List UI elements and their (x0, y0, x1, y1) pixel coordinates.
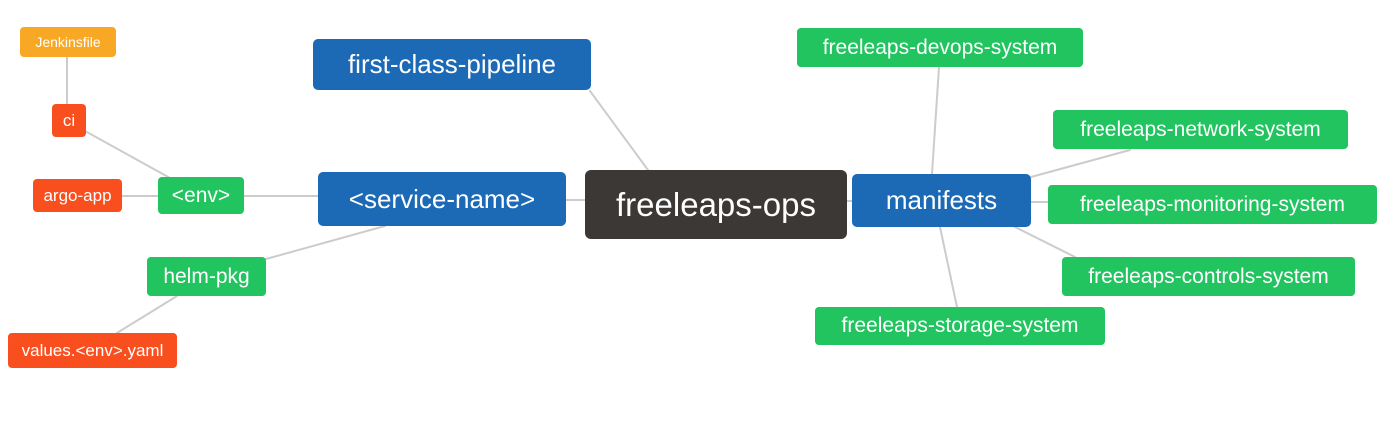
edge-pipeline-freeleaps-ops (589, 90, 649, 171)
node-ci[interactable]: ci (52, 104, 86, 137)
edge-manifests-devops-system (931, 66, 940, 175)
node-jenkinsfile[interactable]: Jenkinsfile (20, 27, 116, 57)
node-freeleaps-devops-system[interactable]: freeleaps-devops-system (797, 28, 1083, 67)
node-freeleaps-network-system[interactable]: freeleaps-network-system (1053, 110, 1348, 149)
node-freeleaps-monitoring-system[interactable]: freeleaps-monitoring-system (1048, 185, 1377, 224)
edge-ci-env (84, 130, 171, 179)
edge-manifests-storage-system (939, 226, 958, 308)
node-manifests[interactable]: manifests (852, 174, 1031, 227)
node-env[interactable]: <env> (158, 177, 244, 214)
edge-helm-pkg-service-name (265, 225, 386, 260)
node-first-class-pipeline[interactable]: first-class-pipeline (313, 39, 591, 90)
node-service-name[interactable]: <service-name> (318, 172, 566, 226)
node-values-env-yaml[interactable]: values.<env>.yaml (8, 333, 177, 368)
node-freeleaps-controls-system[interactable]: freeleaps-controls-system (1062, 257, 1355, 296)
node-helm-pkg[interactable]: helm-pkg (147, 257, 266, 296)
edge-manifests-controls-system (1012, 225, 1076, 258)
node-freeleaps-storage-system[interactable]: freeleaps-storage-system (815, 307, 1105, 345)
edge-helm-pkg-values-env-yaml (116, 295, 178, 334)
node-argo-app[interactable]: argo-app (33, 179, 122, 212)
node-freeleaps-ops[interactable]: freeleaps-ops (585, 170, 847, 239)
edge-manifests-network-system (1030, 149, 1131, 178)
